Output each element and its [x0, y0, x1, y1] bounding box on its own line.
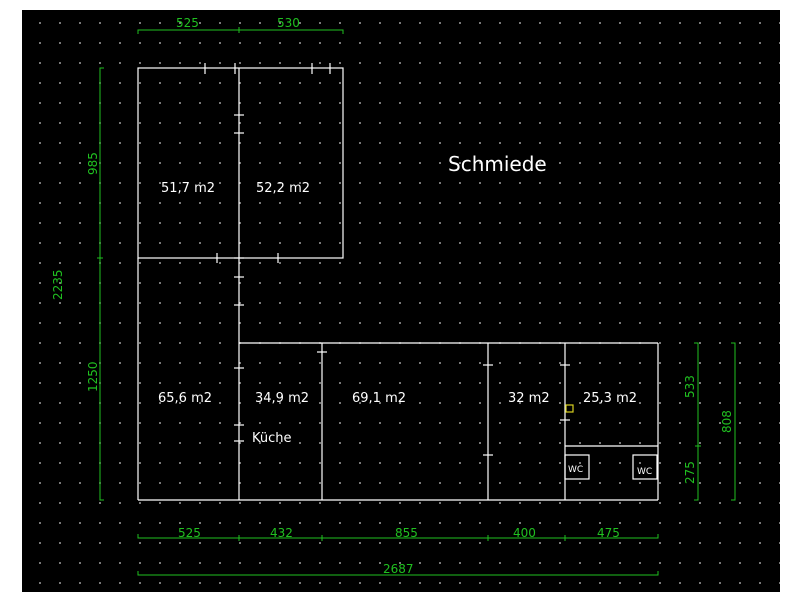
wc-box-right	[632, 454, 658, 480]
dim-left-lower: 1250	[86, 361, 100, 392]
selection-marker[interactable]	[565, 404, 574, 413]
room-area-4: 34,9 m2	[255, 391, 309, 406]
drawing-canvas[interactable]	[22, 10, 780, 592]
dim-bottom-2: 432	[270, 526, 293, 540]
dim-bottom-total: 2687	[383, 562, 414, 576]
dim-bottom-1: 525	[178, 526, 201, 540]
dim-bottom-3: 855	[395, 526, 418, 540]
dimension-lines	[97, 27, 736, 576]
room-area-6: 32 m2	[508, 391, 550, 406]
dim-right-total: 808	[720, 410, 734, 433]
walls	[137, 67, 659, 501]
room-area-2: 52,2 m2	[256, 181, 310, 196]
wc-label-left: WC	[568, 465, 583, 475]
upper-block-outline	[137, 67, 344, 259]
kitchen-label: Küche	[252, 431, 292, 446]
opening-ticks	[204, 63, 570, 456]
room-area-1: 51,7 m2	[161, 181, 215, 196]
room-area-5: 69,1 m2	[352, 391, 406, 406]
wc-box-left	[564, 454, 590, 480]
dim-bottom-5: 475	[597, 526, 620, 540]
room-area-3: 65,6 m2	[158, 391, 212, 406]
dim-bottom-4: 400	[513, 526, 536, 540]
dim-top-left: 525	[176, 16, 199, 30]
dim-left-total: 2235	[51, 269, 65, 300]
dim-right-lower: 275	[683, 461, 697, 484]
dim-top-right: 530	[277, 16, 300, 30]
room-area-7: 25,3 m2	[583, 391, 637, 406]
wc-label-right: WC	[637, 467, 652, 477]
building-title: Schmiede	[448, 152, 547, 176]
dim-left-upper: 985	[86, 152, 100, 175]
dim-right-upper: 533	[683, 375, 697, 398]
